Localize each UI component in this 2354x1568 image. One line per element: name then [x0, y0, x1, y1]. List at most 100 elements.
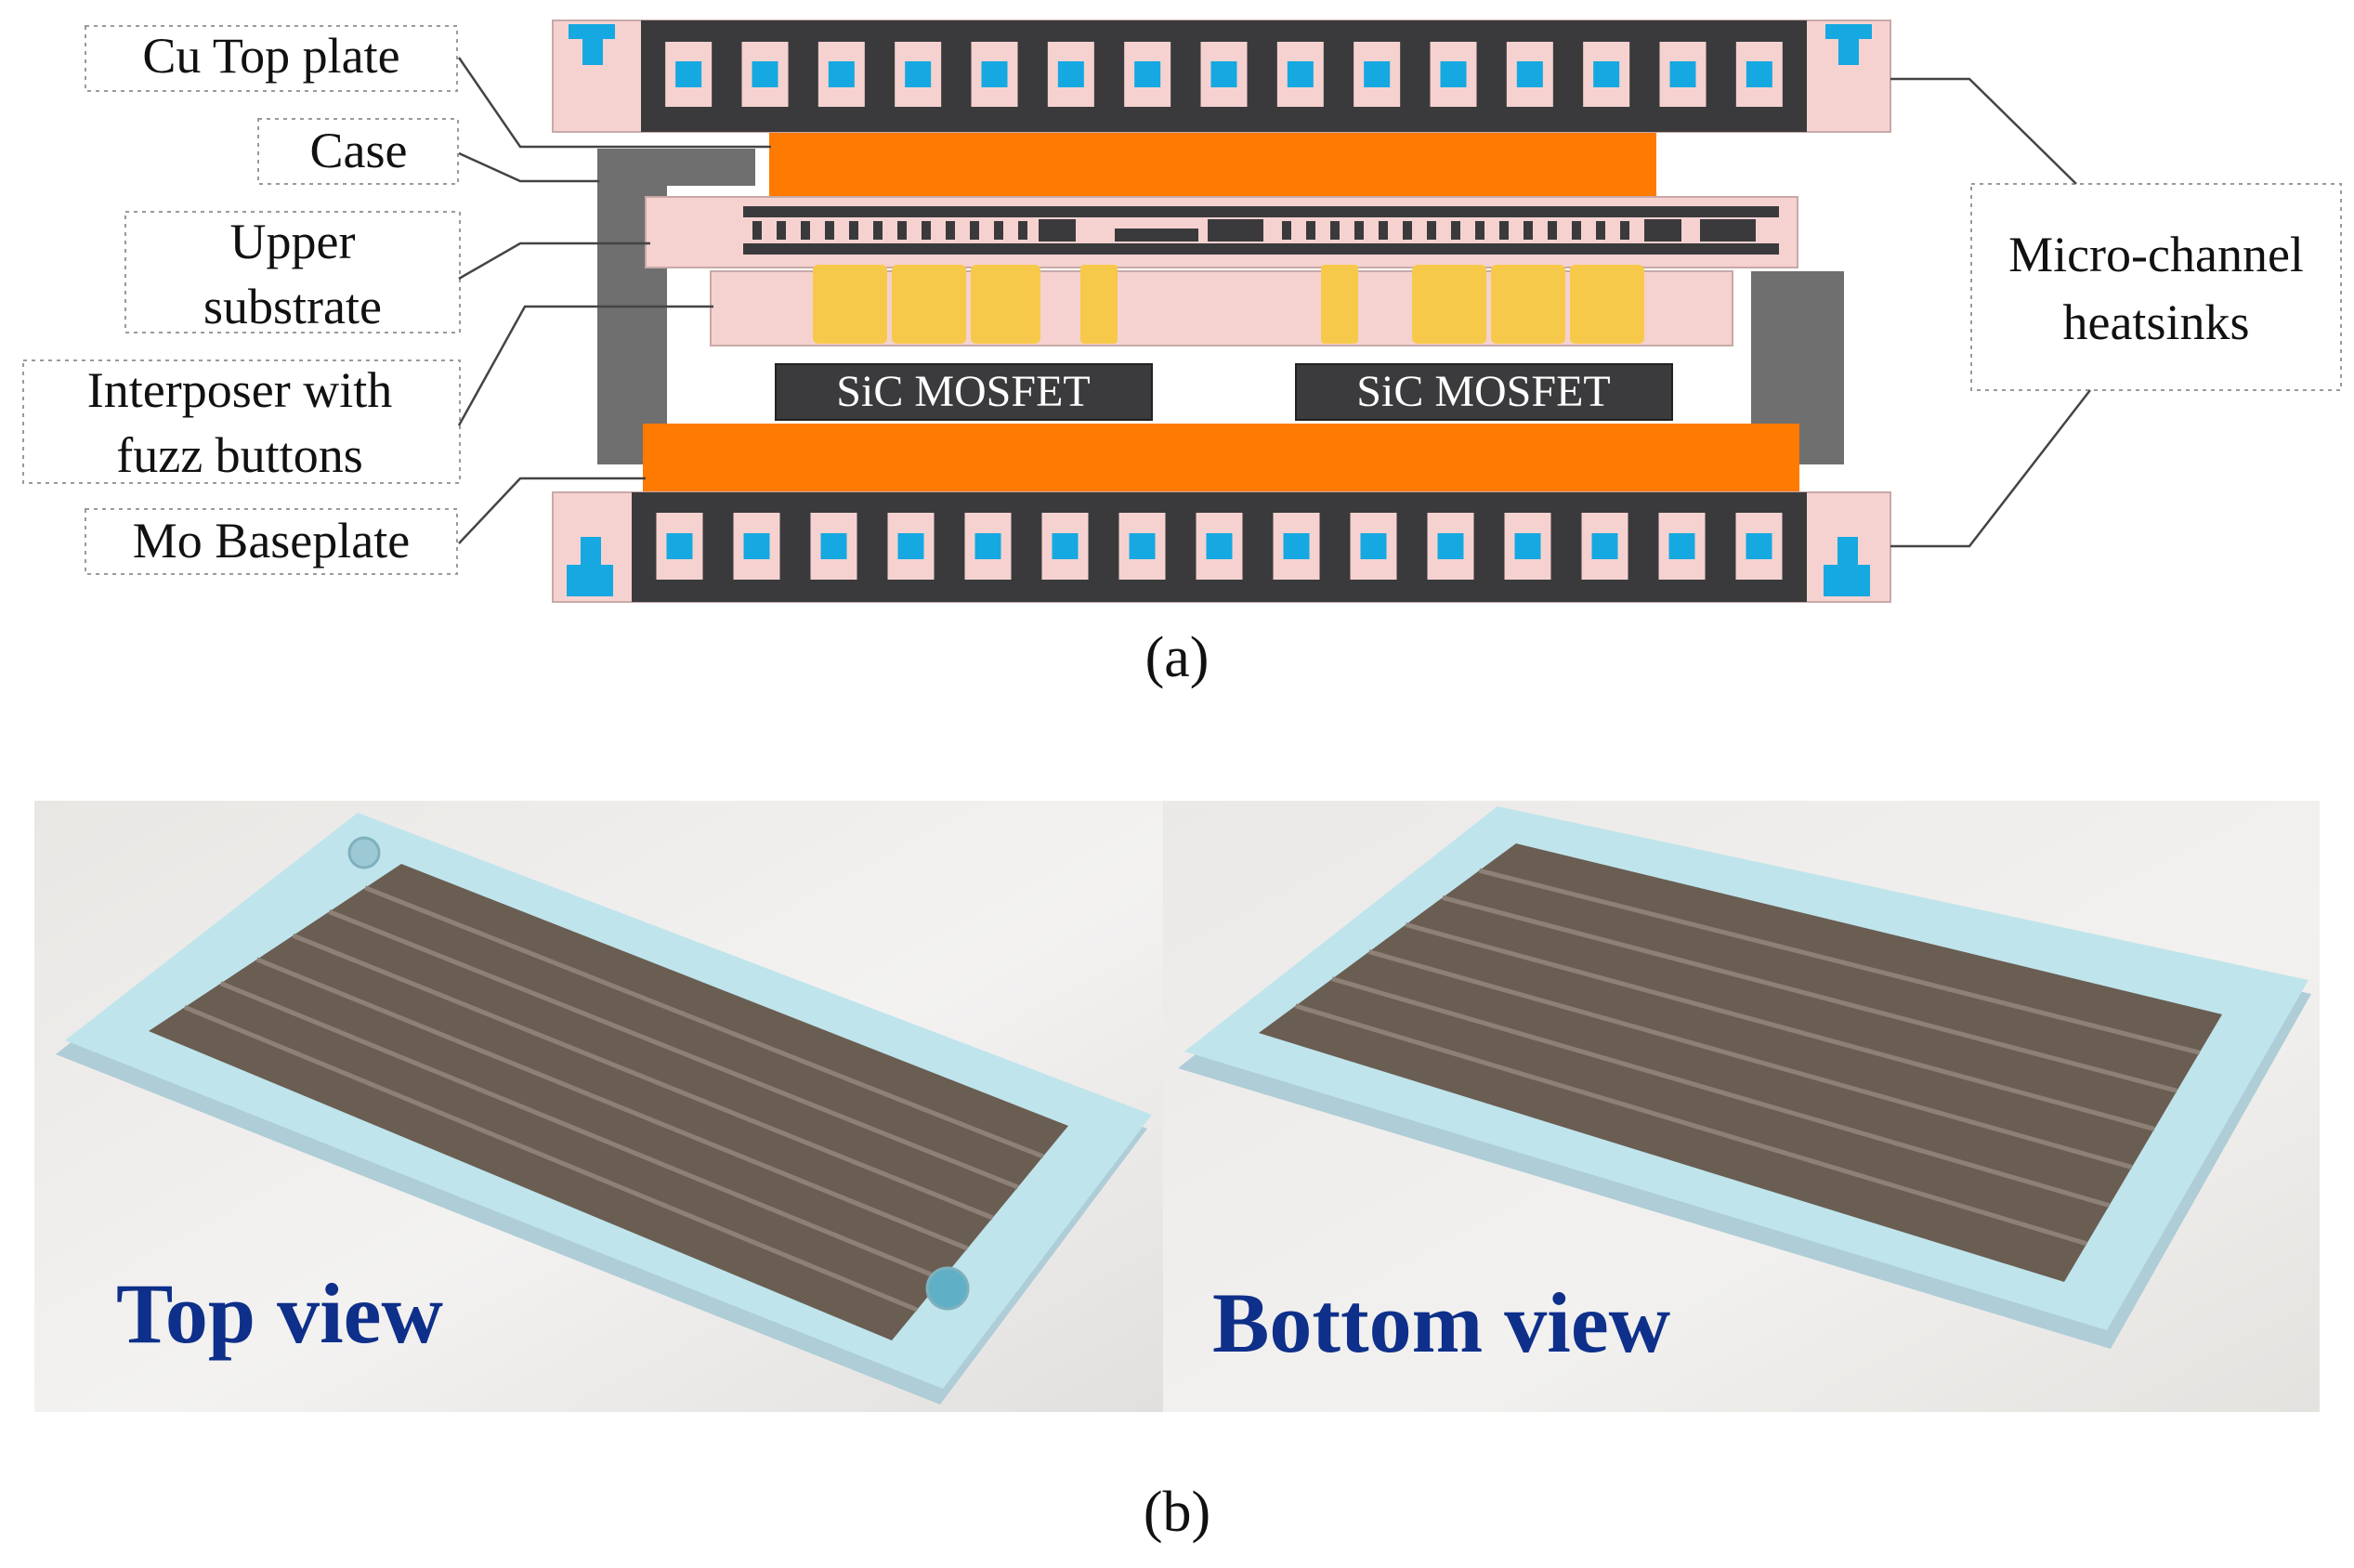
bottom-heatsink-channel: [743, 533, 770, 559]
bottom-view-groove: [1405, 922, 2155, 1131]
top-heatsink-channel: [675, 61, 702, 87]
top-heatsink-channel: [828, 61, 855, 87]
substrate-via: [970, 221, 979, 240]
substrate-via: [1354, 221, 1364, 240]
leader-lines: [457, 57, 2091, 548]
substrate-via: [922, 221, 931, 240]
fuzz-button-small: [1080, 265, 1118, 344]
bottom-heatsink-channel: [1514, 533, 1541, 559]
top-view-groove: [255, 957, 969, 1251]
bottom-view-groove: [1442, 895, 2178, 1093]
substrate-via: [1282, 221, 1291, 240]
substrate-via: [897, 221, 907, 240]
substrate-via: [994, 221, 1003, 240]
substrate-pad: [1644, 219, 1681, 242]
photo-top-view: Top view: [34, 801, 1163, 1412]
top-heatsink-channel: [1440, 61, 1467, 87]
fuzz-button: [892, 265, 966, 344]
bottom-heatsink-channel: [666, 533, 693, 559]
bottom-heatsink-channel: [1283, 533, 1310, 559]
top-heatsink-channel: [1364, 61, 1391, 87]
bottom-view-groove: [1294, 1003, 2088, 1247]
top-view-groove: [183, 1004, 919, 1313]
top-heatsink-channels: [665, 42, 1783, 107]
label-heatsinks-1: Micro-channel: [2008, 227, 2304, 282]
label-interposer-1: Interposer with: [87, 362, 392, 418]
substrate-via: [1451, 221, 1460, 240]
label-heatsinks-2: heatsinks: [2063, 294, 2250, 350]
fuzz-buttons: [813, 265, 1644, 344]
bottom-heatsink-channel: [1591, 533, 1618, 559]
bottom-heatsink-channel: [1129, 533, 1156, 559]
substrate-via: [873, 221, 883, 240]
chip-label-right: SiC MOSFET: [1356, 367, 1610, 416]
caption-a: (a): [1145, 626, 1210, 689]
top-view-label: Top view: [116, 1266, 443, 1361]
fuzz-button: [1412, 265, 1486, 344]
substrate-via: [1499, 221, 1509, 240]
substrate-via: [1379, 221, 1388, 240]
substrate-via: [1306, 221, 1315, 240]
sic-mosfet-right: SiC MOSFET: [1295, 363, 1673, 421]
label-upper-substrate-1: Upper: [230, 214, 356, 269]
top-heatsink-channel: [1134, 61, 1161, 87]
sic-mosfet-left: SiC MOSFET: [775, 363, 1153, 421]
substrate-via: [849, 221, 858, 240]
case-left-cap: [597, 149, 755, 186]
upper-substrate: [645, 196, 1798, 268]
top-heatsink-channel: [905, 61, 932, 87]
substrate-pad: [1039, 219, 1076, 242]
bottom-view-label: Bottom view: [1212, 1275, 1670, 1370]
substrate-via: [946, 221, 955, 240]
top-view-groove: [292, 933, 994, 1221]
photo-bottom-view: Bottom view: [1163, 801, 2320, 1412]
upper-substrate-vias: [752, 219, 1756, 242]
bottom-heatsink-channel: [1746, 533, 1772, 559]
top-heatsink-channel: [1593, 61, 1620, 87]
top-heatsink-channel: [1669, 61, 1696, 87]
caption-b: (b): [1144, 1481, 1210, 1544]
bottom-heatsink-channel: [1437, 533, 1464, 559]
top-view-grooves: [183, 885, 1044, 1313]
bottom-heatsink-channel: [974, 533, 1001, 559]
top-heatsink: [552, 20, 1891, 133]
label-upper-substrate-2: substrate: [203, 279, 382, 334]
top-view-groove: [364, 885, 1044, 1159]
cu-top-plate: [769, 133, 1656, 196]
bottom-view-grooves: [1294, 868, 2201, 1247]
top-heatsink-channel: [1210, 61, 1237, 87]
label-mo-baseplate: Mo Baseplate: [133, 513, 410, 568]
bottom-heatsink: [552, 491, 1891, 603]
label-interposer-2: fuzz buttons: [116, 427, 362, 483]
substrate-via: [1524, 221, 1533, 240]
panel-a-cross-section: SiC MOSFET SiC MOSFET: [22, 20, 2342, 689]
bottom-view-groove: [1478, 868, 2201, 1055]
label-case: Case: [310, 123, 408, 178]
top-view-groove: [328, 909, 1019, 1190]
substrate-via: [1427, 221, 1436, 240]
bottom-heatsink-channel: [820, 533, 847, 559]
interposer: [710, 265, 1733, 346]
label-cu-top-plate: Cu Top plate: [142, 28, 399, 84]
top-heatsink-channel: [1746, 61, 1772, 87]
substrate-via: [1330, 221, 1340, 240]
substrate-via: [1018, 221, 1027, 240]
fuzz-button: [1570, 265, 1644, 344]
bottom-heatsink-channels: [656, 513, 1783, 580]
substrate-via: [825, 221, 834, 240]
bottom-heatsink-channel: [1052, 533, 1079, 559]
top-heatsink-channel: [1057, 61, 1084, 87]
substrate-via: [801, 221, 810, 240]
substrate-via: [752, 221, 762, 240]
top-heatsink-channel: [752, 61, 778, 87]
bottom-heatsink-channel: [1206, 533, 1233, 559]
substrate-via: [777, 221, 786, 240]
fuzz-button: [971, 265, 1040, 344]
top-heatsink-channel: [981, 61, 1008, 87]
substrate-pad: [1115, 229, 1198, 242]
chip-label-left: SiC MOSFET: [836, 367, 1090, 416]
top-heatsink-channel: [1516, 61, 1543, 87]
top-view-groove: [219, 981, 944, 1282]
label-boxes: [22, 25, 2342, 575]
